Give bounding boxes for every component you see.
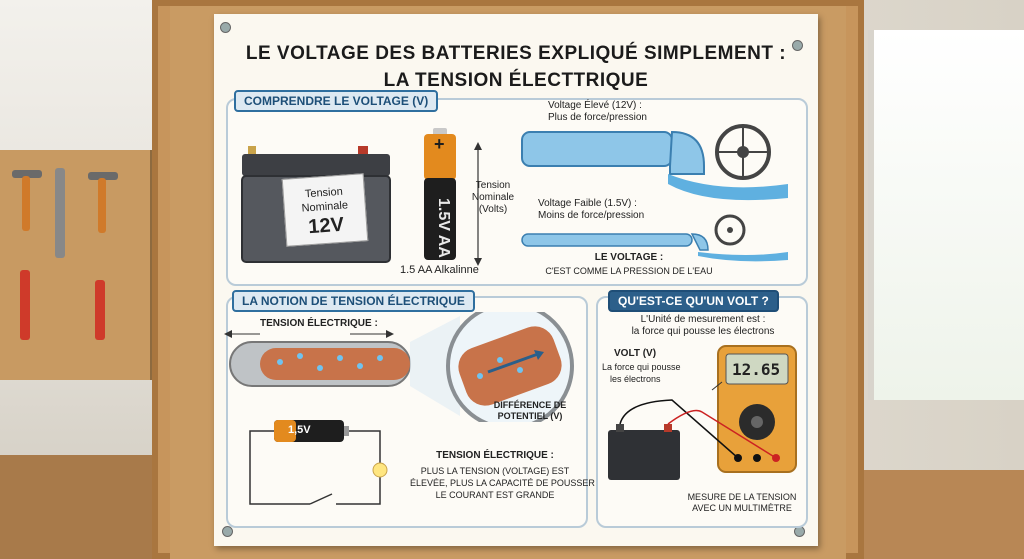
poster-title: LE VOLTAGE DES BATTERIES EXPLIQUÉ SIMPLE… [214,40,818,94]
copper-wire-diagram [224,312,574,422]
nominal-line-3: (Volts) [478,204,508,215]
water-pipe-analogy [521,124,788,262]
measure-line-2: AVEC UN MULTIMÈTRE [692,503,792,513]
low-voltage-title: Voltage Faible (1.5V) : [538,198,637,209]
unit-line-1: L'Unité de mesurement est : [640,314,766,325]
aa-caption: 1.5 AA Alkalinne [400,264,479,276]
section-volt-header: QU'EST-CE QU'UN VOLT ? [608,290,779,312]
tension-label: TENSION ÉLECTRIQUE : [260,318,378,329]
aa-battery-icon [424,128,456,260]
background-window [868,30,1024,400]
nominal-line-1: Tension [475,180,511,191]
multimeter-display: 12.65 [732,360,781,379]
explain-title: TENSION ÉLECTRIQUE : [436,450,554,461]
nominal-line-2: Nominale [471,192,515,203]
section-voltage-header: COMPRENDRE LE VOLTAGE (V) [234,90,439,112]
height-arrow-icon [474,142,482,266]
tool-pegboard [0,150,154,380]
circuit-diagram [249,420,388,505]
pin-icon [222,526,233,537]
battery-label: Tension Nominale 12V [281,173,369,247]
measure-line-1: MESURE DE LA TENSION [687,492,797,502]
workbench-left [0,455,160,559]
unit-line-2: la force qui pousse les électrons [631,326,775,337]
explain-line-3: LE COURANT EST GRANDE [435,490,555,500]
difference-line-2: POTENTIEL (V) [497,411,563,421]
explain-line-1: PLUS LA TENSION (VOLTAGE) EST [420,466,570,476]
volt-line-2: les électrons [610,374,661,384]
cell-label: 1,5V [288,424,311,436]
workbench-right [854,470,1024,559]
volt-title: VOLT (V) [614,348,657,359]
multimeter-setup [608,345,797,480]
pin-icon [220,22,231,33]
low-voltage-desc: Moins de force/pression [538,210,645,221]
high-voltage-title: Voltage Élevé (12V) : [548,100,642,111]
difference-line-1: DIFFÉRENCE DE [493,400,567,410]
analogy-desc: C'EST COMME LA PRESSION DE L'EAU [545,266,713,276]
poster: LE VOLTAGE DES BATTERIES EXPLIQUÉ SIMPLE… [214,14,818,546]
battery-label-voltage: 12V [307,213,345,239]
analogy-title: LE VOLTAGE : [594,252,664,263]
title-line-2: LA TENSION ÉLECTTRIQUE [383,70,649,91]
section-tension-header: LA NOTION DE TENSION ÉLECTRIQUE [232,290,475,312]
aa-battery-text: 1.5V AA [435,198,452,258]
aa-plus-sign: + [434,134,445,154]
high-voltage-desc: Plus de force/pression [548,112,647,123]
explain-line-2: ÉLEVÉE, PLUS LA CAPACITÉ DE POUSSER [410,478,595,488]
volt-line-1: La force qui pousse [602,362,681,372]
title-line-1: LE VOLTAGE DES BATTERIES EXPLIQUÉ SIMPLE… [245,43,787,64]
pin-icon [792,40,803,51]
